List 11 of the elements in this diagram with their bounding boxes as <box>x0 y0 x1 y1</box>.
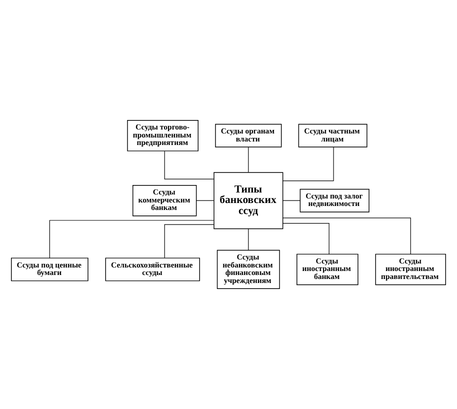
connector <box>282 146 334 182</box>
node-box: Типы банковских ссуд <box>214 172 284 230</box>
connector <box>282 200 300 201</box>
connector <box>282 223 330 254</box>
connector <box>164 150 214 180</box>
connector <box>49 220 214 258</box>
connector <box>248 146 249 173</box>
connector <box>196 200 214 201</box>
connector <box>248 228 249 251</box>
connector <box>164 224 214 258</box>
connector <box>282 218 411 254</box>
